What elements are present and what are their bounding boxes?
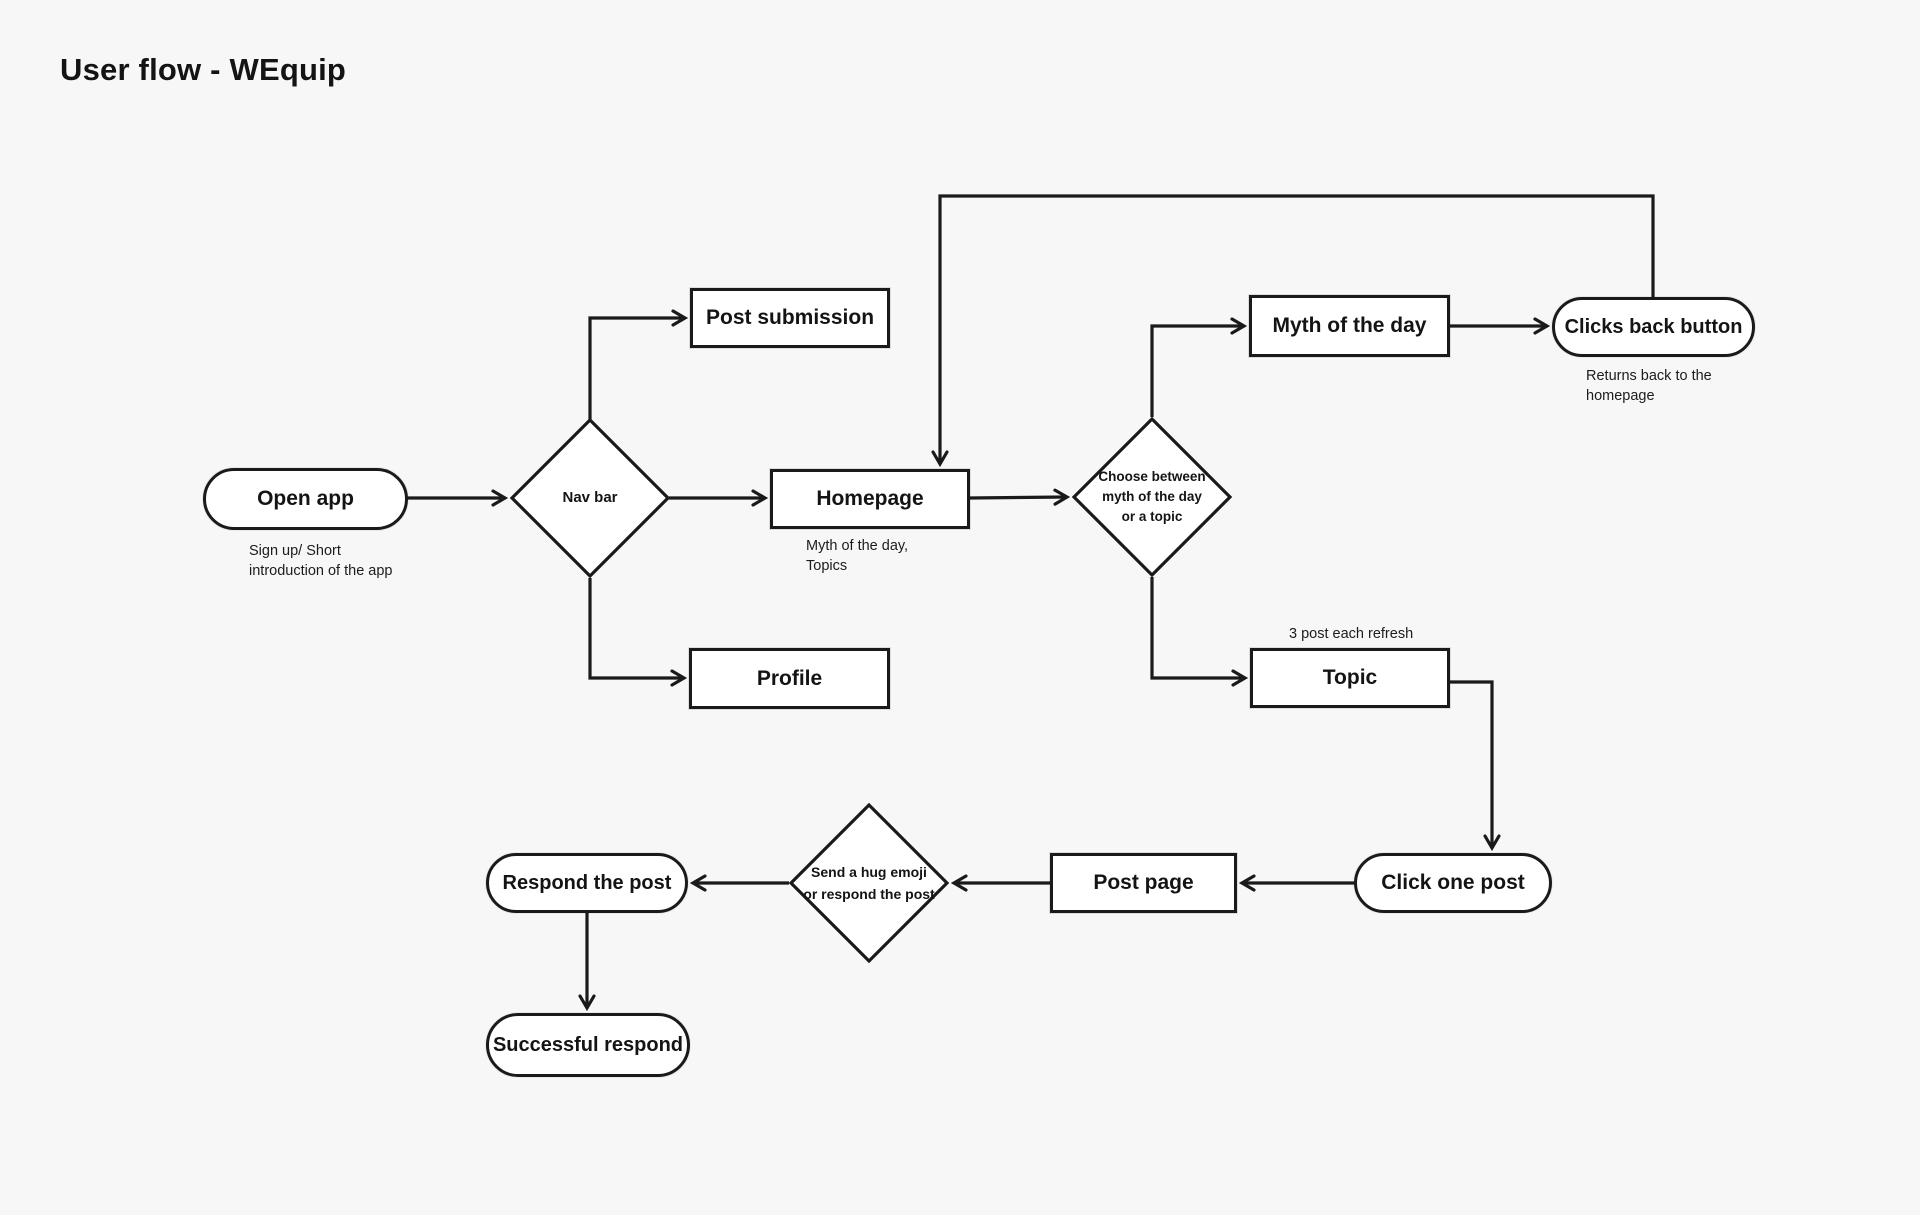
node-clicks-back-button-label: Clicks back button — [1564, 315, 1743, 338]
node-homepage-label: Homepage — [816, 487, 924, 510]
node-homepage[interactable]: Homepage — [770, 469, 970, 529]
node-respond-the-post[interactable]: Respond the post — [486, 853, 688, 913]
page-title: User flow - WEquip — [60, 52, 347, 87]
node-hug-or-respond-label: Send a hug emoji or respond the post — [803, 863, 935, 902]
diamond-shape — [510, 418, 670, 578]
node-post-submission[interactable]: Post submission — [690, 288, 890, 348]
node-topic-label: Topic — [1322, 666, 1378, 689]
note-clicks-back-button: Returns back to the homepage — [1586, 368, 1712, 404]
node-click-one-post-label: Click one post — [1381, 871, 1525, 894]
node-open-app[interactable]: Open app — [203, 468, 408, 530]
node-profile[interactable]: Profile — [689, 648, 890, 709]
node-open-app-label: Open app — [257, 487, 354, 510]
node-myth-of-the-day-label: Myth of the day — [1272, 314, 1427, 337]
diamond-shape — [1072, 417, 1232, 577]
node-post-page[interactable]: Post page — [1050, 853, 1237, 913]
node-post-submission-label: Post submission — [705, 306, 875, 329]
node-clicks-back-button[interactable]: Clicks back button — [1552, 297, 1755, 357]
node-respond-the-post-label: Respond the post — [502, 871, 672, 894]
node-nav-bar[interactable]: Nav bar — [510, 418, 670, 578]
node-choose-between[interactable]: Choose between myth of the day or a topi… — [1072, 417, 1232, 577]
node-successful-respond-label: Successful respond — [492, 1033, 684, 1056]
node-choose-between-label: Choose between myth of the day or a topi… — [1098, 468, 1206, 525]
note-topic: 3 post each refresh — [1289, 626, 1414, 642]
diamond-shape — [789, 803, 949, 963]
node-profile-label: Profile — [756, 666, 823, 690]
node-successful-respond[interactable]: Successful respond — [486, 1013, 690, 1077]
note-open-app: Sign up/ Short introduction of the app — [249, 543, 393, 579]
node-hug-or-respond[interactable]: Send a hug emoji or respond the post — [789, 803, 949, 963]
node-click-one-post[interactable]: Click one post — [1354, 853, 1552, 913]
node-post-page-label: Post page — [1093, 871, 1194, 894]
node-nav-bar-label: Nav bar — [562, 489, 618, 507]
note-homepage: Myth of the day, Topics — [806, 538, 909, 574]
node-myth-of-the-day[interactable]: Myth of the day — [1249, 295, 1450, 357]
node-topic[interactable]: Topic — [1250, 648, 1450, 708]
